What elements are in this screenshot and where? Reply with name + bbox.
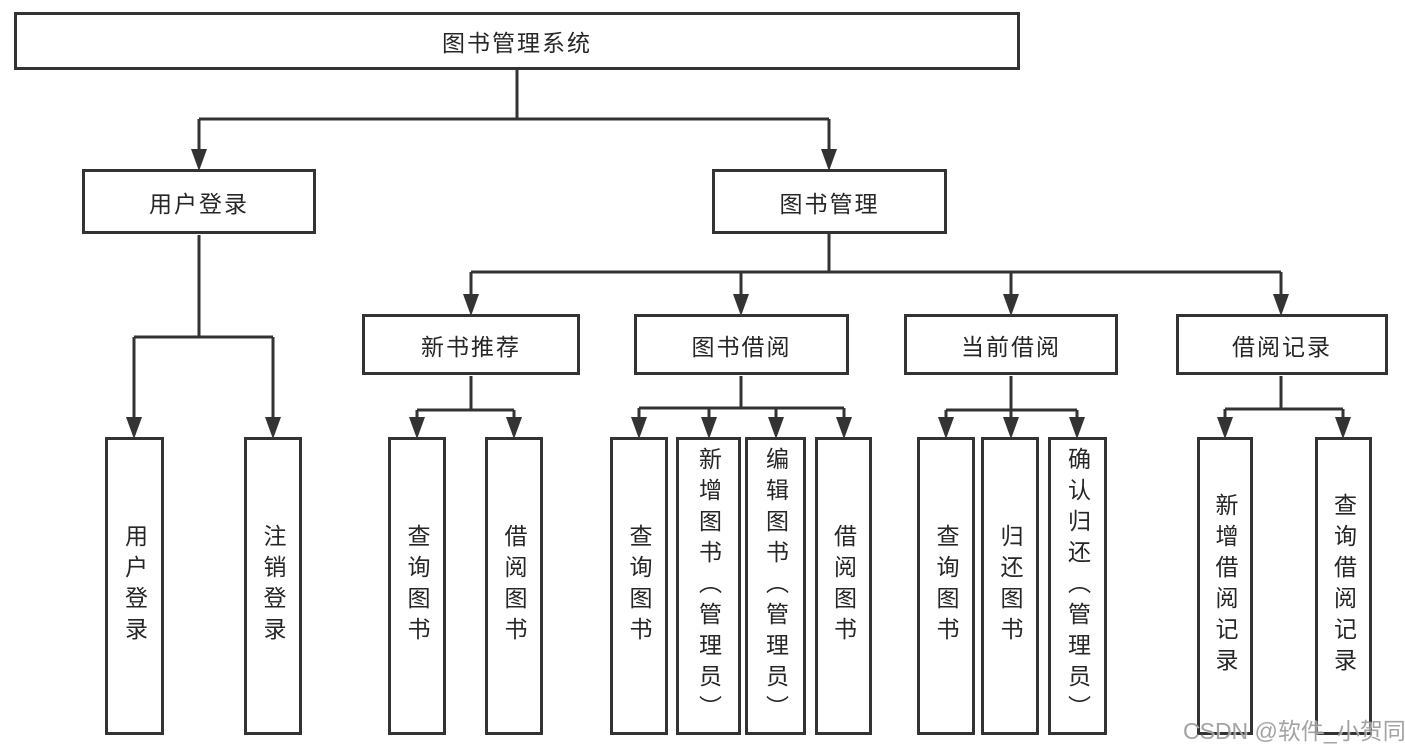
leaf-query-books-recommend-label: 查询图书	[404, 524, 430, 648]
leaf-query-borrow-record: 查询借阅记录	[1315, 437, 1372, 735]
leaf-query-books-recommend: 查询图书	[388, 437, 446, 735]
node-root-label: 图书管理系统	[442, 30, 592, 56]
node-book-borrow: 图书借阅	[634, 314, 849, 375]
node-book-borrow-label: 图书借阅	[691, 333, 792, 360]
leaf-query-books-current: 查询图书	[917, 437, 975, 735]
node-book-management-label: 图书管理	[779, 190, 880, 217]
leaf-add-borrow-record-label: 新增借阅记录	[1212, 493, 1238, 679]
node-new-book-recommend: 新书推荐	[362, 314, 580, 375]
leaf-borrow-books: 借阅图书	[815, 437, 872, 735]
node-borrow-records-label: 借阅记录	[1232, 333, 1332, 360]
arrowhead-icons	[126, 149, 1351, 439]
leaf-borrow-books-label: 借阅图书	[830, 524, 857, 648]
node-current-borrow-label: 当前借阅	[961, 333, 1061, 360]
node-user-login: 用户登录	[82, 169, 316, 234]
leaf-return-books-label: 归还图书	[997, 524, 1023, 648]
leaf-edit-book-admin-label: 编辑图书（管理员）	[762, 446, 789, 726]
leaf-logout-label: 注销登录	[260, 524, 286, 648]
leaf-add-book-admin: 新增图书（管理员）	[676, 437, 741, 735]
leaf-add-borrow-record: 新增借阅记录	[1197, 437, 1253, 735]
leaf-return-books: 归还图书	[981, 437, 1039, 735]
node-current-borrow: 当前借阅	[904, 314, 1118, 375]
node-book-management: 图书管理	[712, 169, 947, 234]
leaf-query-books-current-label: 查询图书	[933, 524, 959, 648]
node-borrow-records: 借阅记录	[1176, 314, 1388, 375]
leaf-borrow-books-recommend-label: 借阅图书	[501, 524, 527, 648]
node-new-book-recommend-label: 新书推荐	[421, 333, 521, 360]
leaf-logout: 注销登录	[244, 437, 302, 735]
leaf-user-login: 用户登录	[105, 437, 164, 735]
leaf-query-books-borrow: 查询图书	[610, 437, 668, 735]
leaf-confirm-return-admin-label: 确认归还（管理员）	[1064, 446, 1091, 726]
leaf-add-book-admin-label: 新增图书（管理员）	[695, 446, 722, 726]
node-user-login-label: 用户登录	[149, 190, 249, 217]
node-root: 图书管理系统	[14, 12, 1020, 70]
leaf-user-login-label: 用户登录	[121, 524, 148, 648]
leaf-borrow-books-recommend: 借阅图书	[485, 437, 543, 735]
leaf-edit-book-admin: 编辑图书（管理员）	[745, 437, 806, 735]
leaf-query-borrow-record-label: 查询借阅记录	[1330, 493, 1357, 679]
watermark: CSDN @软件_小贺同学	[1183, 718, 1405, 744]
leaf-query-books-borrow-label: 查询图书	[626, 524, 652, 648]
leaf-confirm-return-admin: 确认归还（管理员）	[1048, 437, 1107, 735]
